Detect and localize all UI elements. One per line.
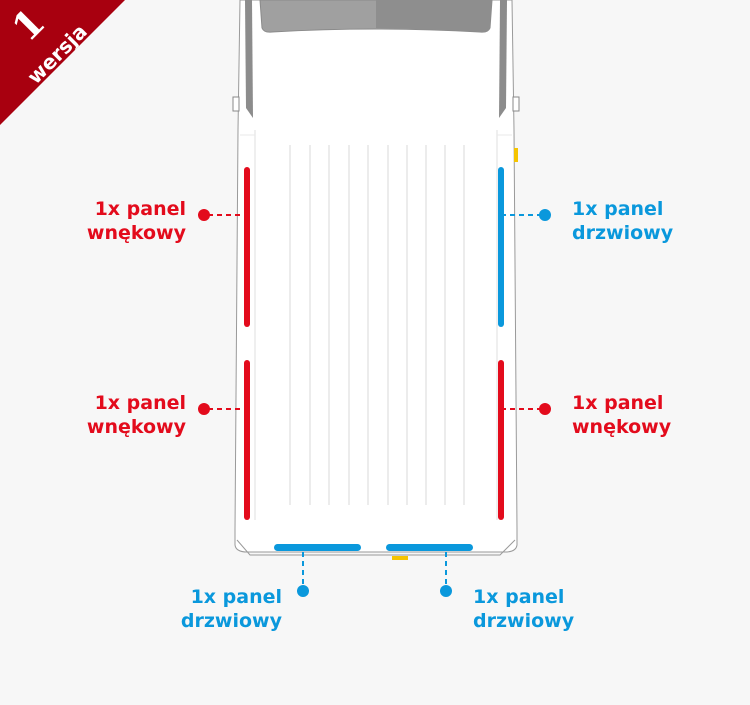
label-left-bottom: 1x panel wnękowy [60,391,186,439]
label-right-top: 1x panel drzwiowy [572,197,673,245]
panel-right-rear [498,360,504,520]
label-line2: drzwiowy [572,222,674,244]
label-rear-left: 1x panel drzwiowy [150,585,282,633]
label-line2: drzwiowy [473,610,575,632]
panel-left-front [244,167,250,327]
panel-right-front [498,167,504,327]
label-line2: wnękowy [86,416,186,438]
label-line2: wnękowy [86,222,186,244]
label-left-top: 1x panel wnękowy [60,197,186,245]
panel-rear-right [386,544,473,551]
label-line1: 1x panel [190,586,282,608]
label-right-bottom: 1x panel wnękowy [572,391,671,439]
label-line1: 1x panel [94,392,186,414]
label-line1: 1x panel [572,392,664,414]
panel-rear-left [274,544,361,551]
label-line2: drzwiowy [180,610,282,632]
label-rear-right: 1x panel drzwiowy [473,585,574,633]
label-line2: wnękowy [572,416,672,438]
label-line1: 1x panel [94,198,186,220]
label-line1: 1x panel [572,198,664,220]
panel-left-rear [244,360,250,520]
label-line1: 1x panel [473,586,565,608]
